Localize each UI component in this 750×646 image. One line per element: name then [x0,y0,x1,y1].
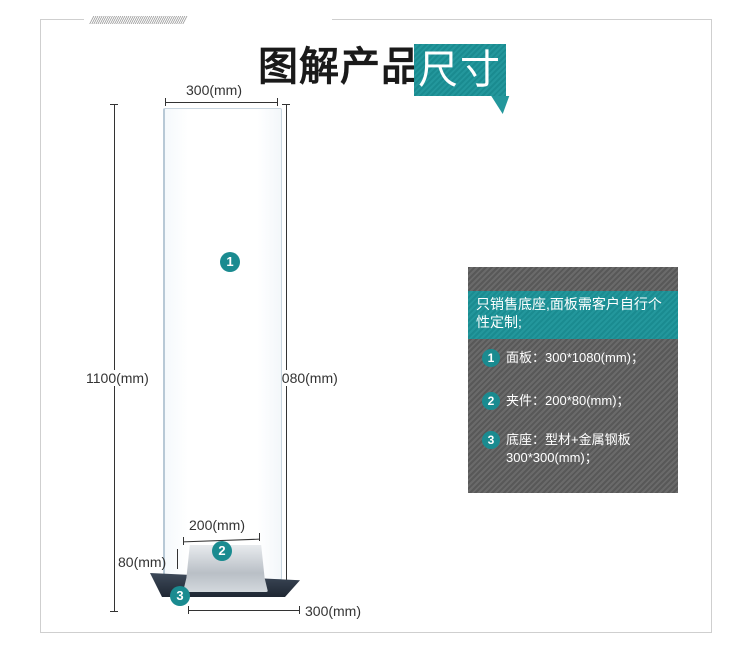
dim-tick [165,98,166,106]
badge-1: 1 [220,252,240,272]
dim-tick [299,606,300,614]
dim-panel-height: 1080(mm) [274,370,338,386]
dim-tick [188,606,189,614]
spec-item-1: 1 面板：300*1080(mm)； [482,349,644,367]
spec-badge: 2 [482,392,500,410]
dim-panel-width: 300(mm) [186,82,243,98]
dim-tick [110,104,118,105]
decor-hatch: ////////////////////////////////////////… [90,15,186,26]
dim-tick [183,537,184,545]
page-title: 图解产品 [258,44,422,90]
dim-tick [110,611,118,612]
dim-line-base [188,610,299,611]
acrylic-panel [163,108,282,580]
dim-clip-height: 80(mm) [118,554,167,570]
dim-tick [282,104,290,105]
dim-total-height: 1100(mm) [86,370,149,386]
dim-line-total-height [114,104,115,612]
spec-badge: 3 [482,431,500,449]
badge-2: 2 [212,541,232,561]
dim-tick [259,533,260,541]
spec-text: 面板：300*1080(mm)； [506,350,644,365]
spec-text: 夹件：200*80(mm)； [506,393,630,408]
spec-badge: 1 [482,349,500,367]
spec-panel: 只销售底座,面板需客户自行个性定制; 1 面板：300*1080(mm)； 2 夹件… [468,267,678,493]
dim-line-panel-height [286,104,287,582]
dim-line-top [165,102,277,103]
spec-item-2: 2 夹件：200*80(mm)； [482,392,630,410]
frame-gap [84,14,332,26]
title-tail-decor [470,96,510,114]
dim-tick [277,98,278,106]
dim-line-clip-height [177,549,178,569]
badge-3: 3 [170,586,190,606]
page-title-highlight: 尺寸 [414,44,506,96]
dim-clip-width: 200(mm) [189,517,246,533]
spec-heading: 只销售底座,面板需客户自行个性定制; [468,291,678,339]
dim-base-width: 300(mm) [305,603,362,619]
content-frame [40,19,712,633]
